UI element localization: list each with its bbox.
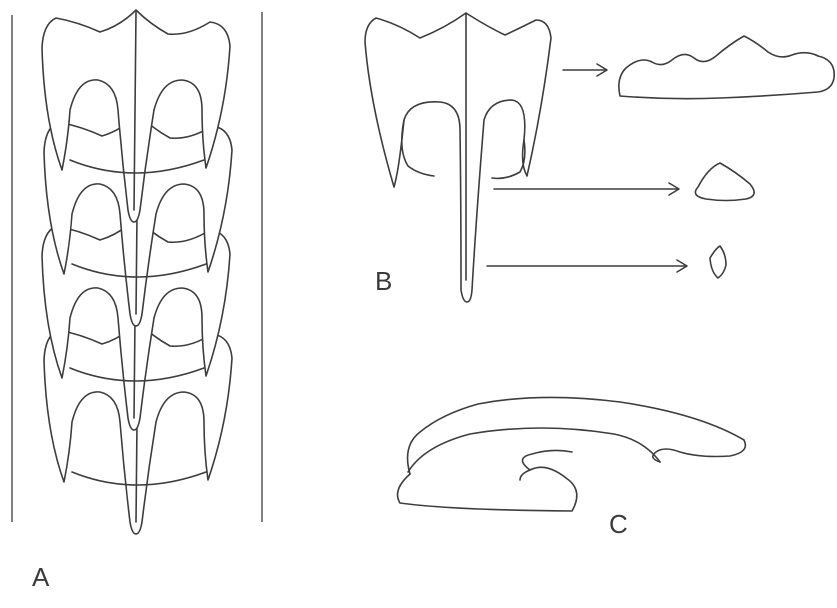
scale-b-inner-arc-right [492, 140, 525, 178]
scale-b-outline [365, 13, 551, 302]
panel-c [398, 397, 746, 511]
cross-section-middle [695, 163, 754, 201]
label-a: A [32, 562, 50, 592]
cross-section-top [619, 36, 834, 99]
panel-a [12, 10, 262, 534]
label-c: C [609, 509, 628, 539]
scale-c-lower-body [398, 450, 577, 511]
scale-c-inner-curve [408, 428, 660, 472]
arrow-bottom [487, 260, 687, 272]
arrow-top [563, 64, 607, 76]
scale-stack [42, 10, 232, 534]
scale-c-outer-profile [408, 397, 746, 474]
scale-b-inner-arc [402, 120, 434, 176]
scale-c-notch [520, 470, 530, 480]
cross-section-bottom [710, 246, 726, 278]
panel-b [365, 13, 834, 302]
arrow-middle [494, 183, 679, 195]
label-b: B [375, 266, 392, 296]
